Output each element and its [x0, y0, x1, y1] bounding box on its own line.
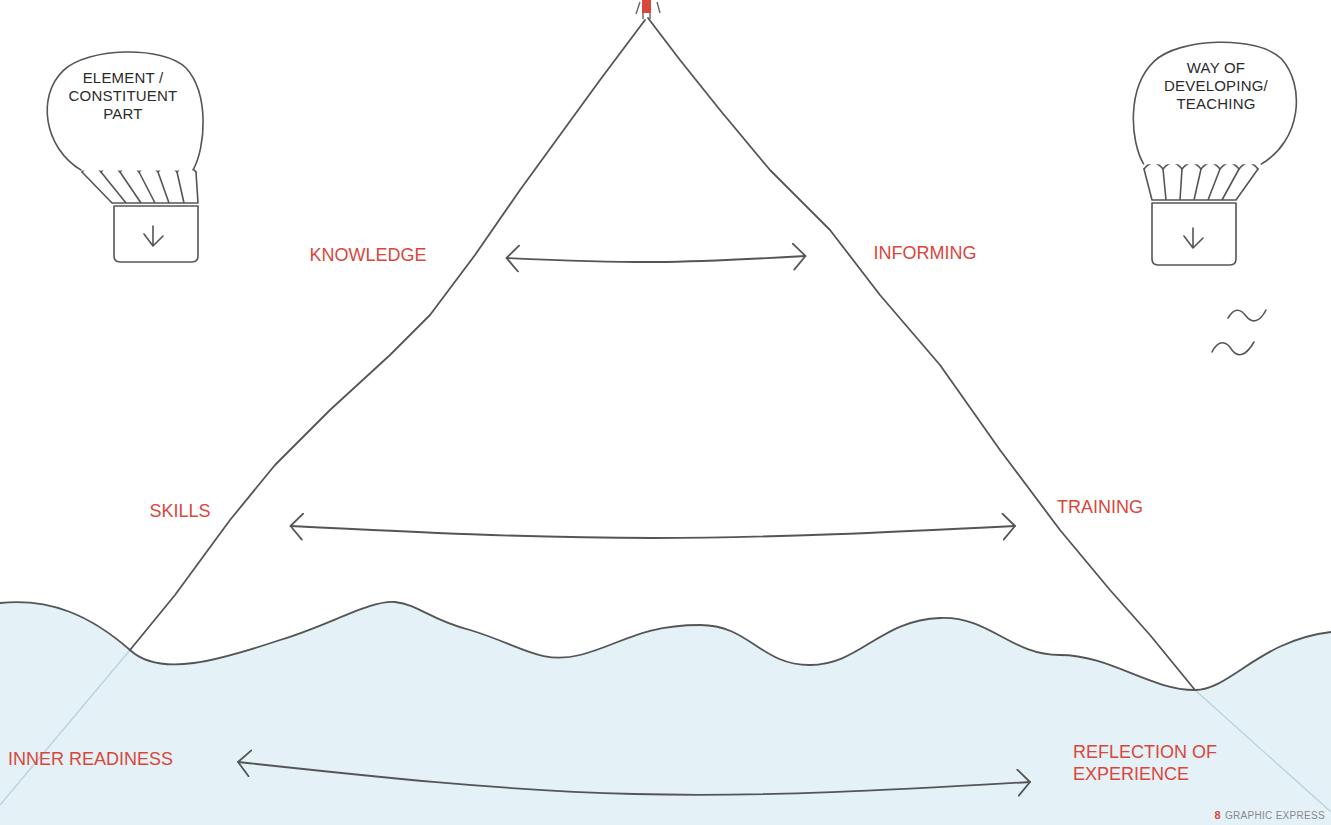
bird [1228, 310, 1266, 321]
method-label: TRAINING [1057, 497, 1143, 519]
figure-limbs [636, 2, 660, 19]
balloon-ribs [1144, 169, 1258, 200]
balloon-basket [1152, 203, 1236, 265]
basket-mark [144, 226, 163, 246]
balloon-text: WAY OF DEVELOPING/ TEACHING [1153, 59, 1279, 113]
mountain-slope [130, 20, 645, 650]
balloon-basket [114, 206, 198, 262]
bird [1212, 342, 1254, 355]
summit-figure [636, 0, 660, 19]
mountain-slope [648, 18, 1195, 690]
figure-body [642, 0, 651, 13]
method-label: INFORMING [874, 243, 977, 265]
label-text: REFLECTION OF EXPERIENCE [1073, 741, 1251, 786]
basket-mark [1184, 228, 1203, 248]
birds [1212, 310, 1266, 355]
water [0, 602, 1331, 825]
balloon-ribs [82, 172, 198, 203]
balloon-right [1144, 163, 1258, 265]
element-label: SKILLS [149, 501, 210, 523]
label-text: INNER READINESS [8, 749, 173, 771]
balloon-outline-path [1133, 42, 1296, 164]
underwater-slope [0, 650, 130, 805]
balloon-envelope: ELEMENT / CONSTITUENT PART [40, 45, 206, 173]
watermark-text: GRAPHIC EXPRESS [1225, 810, 1325, 821]
label-text: KNOWLEDGE [309, 245, 426, 267]
balloon-envelope: WAY OF DEVELOPING/ TEACHING [1130, 35, 1302, 167]
logo-mark: 8 [1214, 809, 1220, 821]
double-arrow [291, 526, 1015, 538]
label-text: INFORMING [874, 243, 977, 265]
balloon-left [82, 166, 198, 262]
element-label: INNER READINESS [8, 749, 173, 771]
method-label: REFLECTION OF EXPERIENCE [1073, 741, 1251, 786]
element-label: KNOWLEDGE [309, 245, 426, 267]
label-text: SKILLS [149, 501, 210, 523]
double-arrow [507, 256, 806, 262]
label-text: TRAINING [1057, 497, 1143, 519]
double-arrow [238, 762, 1030, 795]
watermark: 8 GRAPHIC EXPRESS [1214, 809, 1325, 821]
balloon-outline-path [47, 52, 203, 170]
balloon-text: ELEMENT / CONSTITUENT PART [60, 69, 186, 123]
